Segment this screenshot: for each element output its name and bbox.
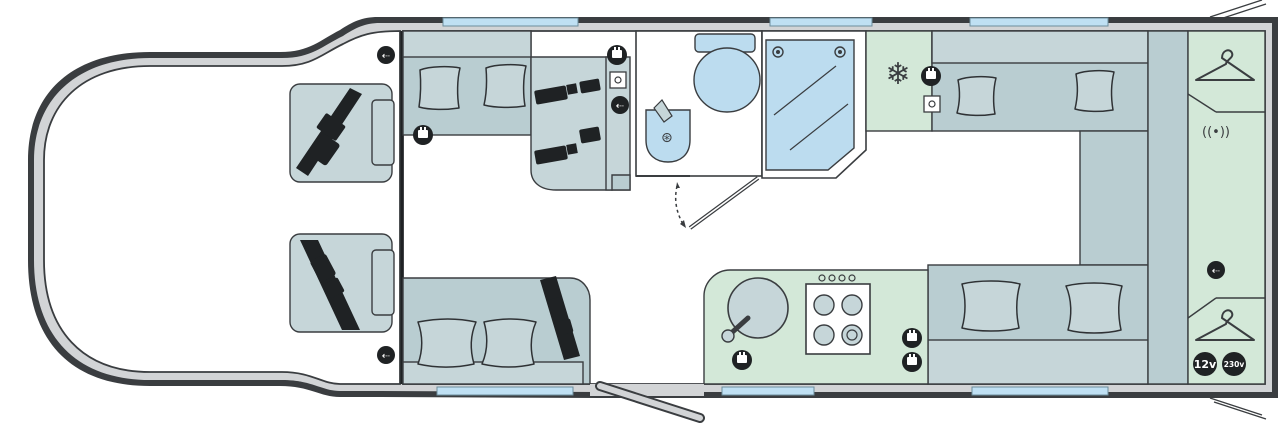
tv-point-icon <box>923 95 941 113</box>
cab-seat-bottom <box>289 233 395 333</box>
power-socket-icon <box>921 66 941 86</box>
window-top-3 <box>969 17 1109 27</box>
front-dinette-bottom <box>402 276 591 385</box>
toilet-bowl <box>693 47 761 113</box>
power-socket-icon <box>413 125 433 145</box>
badge-230v: 230v <box>1222 352 1246 376</box>
svg-text:⇠: ⇠ <box>616 101 625 112</box>
usb-icon: ⇠ <box>377 46 395 64</box>
power-socket-icon <box>732 350 752 370</box>
washbasin <box>645 109 691 163</box>
fridge-unit: ❄ <box>865 30 933 132</box>
shower <box>761 30 867 179</box>
window-bottom-3 <box>971 386 1109 396</box>
window-bottom-1 <box>436 386 574 396</box>
sink <box>721 277 789 343</box>
svg-text:⇠: ⇠ <box>382 51 391 62</box>
hob <box>805 274 871 355</box>
power-socket-icon <box>902 352 922 372</box>
cab-seat-top <box>289 83 395 183</box>
coat-hanger-icon <box>1195 309 1255 341</box>
usb-icon: ⇠ <box>377 346 395 364</box>
usb-icon: ⇠ <box>611 96 629 114</box>
svg-text:⇠: ⇠ <box>382 351 391 362</box>
power-socket-icon <box>902 328 922 348</box>
badge-230v-text: 230v <box>1224 360 1245 369</box>
window-top-2 <box>769 17 873 27</box>
usb-icon: ⇠ <box>1207 261 1225 279</box>
svg-text:⇠: ⇠ <box>1212 266 1221 277</box>
svg-text:⊛: ⊛ <box>661 130 673 146</box>
entrance-door <box>590 381 705 423</box>
rear-lounge <box>927 30 1189 385</box>
coat-hanger-icon <box>1195 49 1255 81</box>
tv-point-icon <box>609 71 627 89</box>
rear-wardrobes: ((•)) <box>1187 30 1266 385</box>
window-top-1 <box>442 17 579 27</box>
badge-12v-text: 12v <box>1194 358 1217 371</box>
snowflake-icon: ❄ <box>885 57 910 92</box>
windows <box>436 17 1109 396</box>
front-dinette-top <box>402 30 631 191</box>
wireless-signal-icon: ((•)) <box>1202 125 1230 140</box>
kitchen <box>703 269 929 385</box>
power-socket-icon <box>607 45 627 65</box>
badge-12v: 12v <box>1193 352 1217 376</box>
window-bottom-2 <box>721 386 815 396</box>
